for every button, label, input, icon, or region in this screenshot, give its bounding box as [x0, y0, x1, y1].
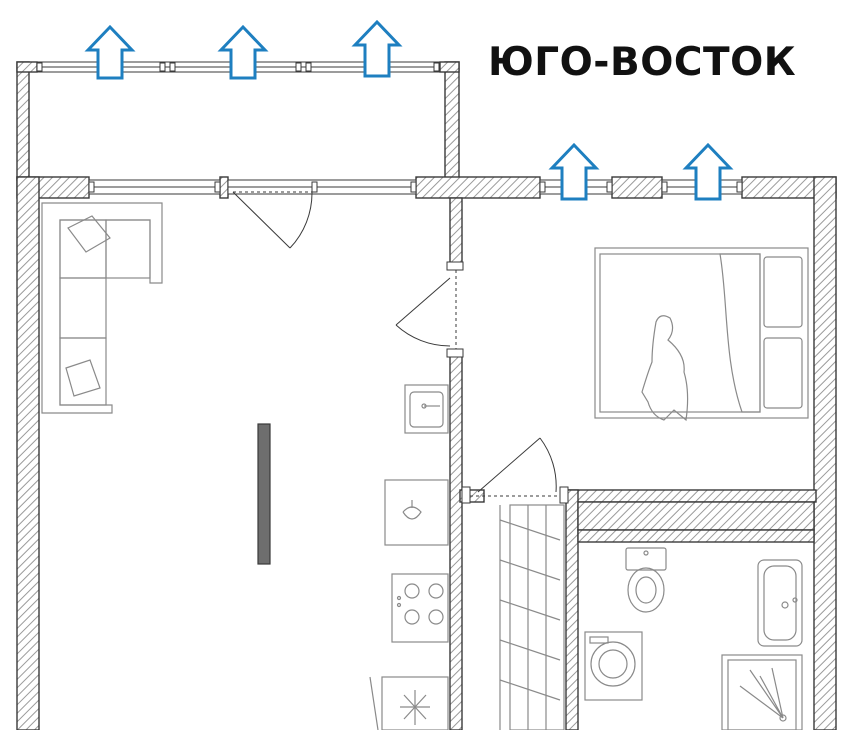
stove	[391, 573, 449, 643]
wardrobe	[499, 504, 565, 730]
partition-living-bedroom-lower	[449, 354, 463, 730]
bar-counter	[257, 423, 271, 565]
balcony-top-wall-left	[16, 61, 38, 73]
arrow-icon	[351, 19, 403, 78]
fridge	[369, 676, 449, 730]
top-wall-seg-4	[611, 176, 663, 199]
arrow-icon	[84, 24, 136, 80]
balcony-right-wall	[444, 61, 460, 181]
partition-wardrobe-bath	[565, 489, 579, 730]
top-wall-seg-3	[415, 176, 541, 199]
person-figure	[641, 315, 689, 422]
bath-ceiling-band	[577, 501, 815, 531]
partition-horizontal-right	[565, 489, 817, 503]
walls	[16, 61, 837, 730]
dining-table	[384, 479, 449, 546]
doors	[232, 191, 569, 504]
sink	[404, 384, 449, 434]
sofa	[41, 202, 163, 414]
bedroom-door-swing	[395, 277, 451, 347]
balcony-door-swing	[232, 191, 313, 249]
double-bed	[594, 247, 809, 419]
balcony-top-wall-right	[439, 61, 460, 73]
arrow-icon	[682, 142, 734, 201]
right-exterior-wall	[813, 176, 837, 730]
toilet	[625, 547, 667, 613]
bathtub	[757, 559, 803, 647]
balcony-left-wall	[16, 61, 30, 181]
furniture	[41, 202, 809, 730]
left-exterior-wall	[16, 176, 40, 730]
top-wall-seg-2	[219, 176, 229, 199]
washing-machine	[584, 631, 643, 701]
bath-top-wall	[577, 529, 815, 543]
arrow-icon	[217, 24, 269, 80]
hall-door-swing	[477, 437, 557, 493]
orientation-label: ЮГО-ВОСТОК	[488, 40, 797, 85]
shower	[721, 654, 803, 730]
partition-living-bedroom-upper	[449, 197, 463, 265]
arrow-icon	[548, 142, 600, 201]
window-arrows	[84, 19, 734, 201]
